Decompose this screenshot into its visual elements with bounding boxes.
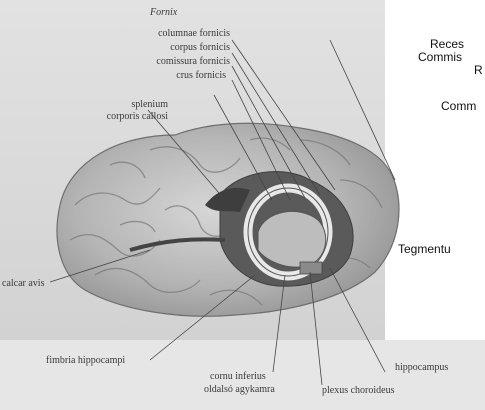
label-corpus-fornicis: corpus fornicis [100,42,230,53]
label-columnae-fornicis: columnae fornicis [100,28,230,39]
label-oldalso-agykamra: oldalsó agykamra [204,384,275,395]
hippocampus-body [258,211,326,267]
label-cornu-inferius: cornu inferius [210,371,266,382]
label-plexus-choroideus: plexus choroideus [322,385,395,396]
label-fimbria-hippocampi: fimbria hippocampi [46,355,125,366]
label-splenium: splenium [40,99,168,110]
label-corporis-callosi: corporis callosi [40,111,168,122]
label-right-comm: Comm [441,100,476,113]
label-calcar-avis: calcar avis [2,278,44,289]
label-crus-fornicis: crus fornicis [100,70,226,81]
label-right-commis: Commis [418,51,462,64]
label-right-tegmentu: Tegmentu [398,243,451,256]
label-right-r: R [474,64,483,77]
plexus-block [300,262,322,274]
label-fornix: Fornix [150,7,177,18]
label-comissura-fornicis: comissura fornicis [100,56,230,67]
label-hippocampus: hippocampus [395,362,448,373]
